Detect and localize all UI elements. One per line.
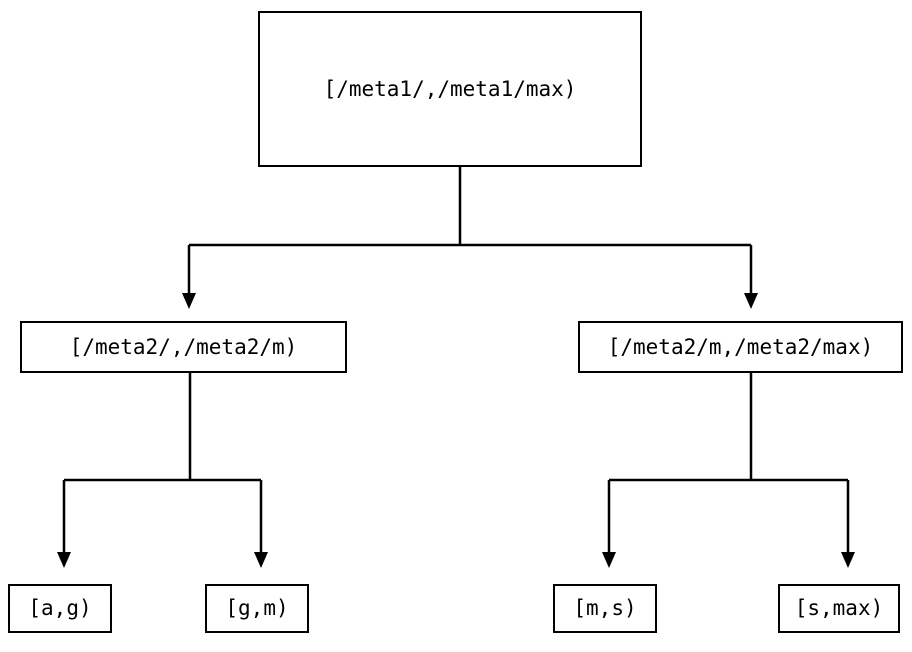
- node-mid-left-label: [/meta2/,/meta2/m): [69, 334, 298, 359]
- node-mid-right[interactable]: [/meta2/m,/meta2/max): [578, 321, 903, 373]
- edge-midright-to-leaves: [607, 373, 850, 552]
- node-leaf-s-max[interactable]: [s,max): [778, 584, 900, 633]
- arrowhead-to-mid-left: [182, 293, 196, 309]
- node-leaf-g-m[interactable]: [g,m): [205, 584, 309, 633]
- node-leaf-a-g[interactable]: [a,g): [8, 584, 112, 633]
- arrowhead-to-leaf-s-max: [841, 552, 855, 568]
- edge-root-to-level2: [187, 167, 753, 293]
- node-root-label: [/meta1/,/meta1/max): [323, 76, 577, 101]
- node-root[interactable]: [/meta1/,/meta1/max): [258, 11, 642, 167]
- node-leaf-a-g-label: [a,g): [28, 596, 92, 620]
- arrowhead-to-leaf-a-g: [57, 552, 71, 568]
- arrowhead-to-leaf-g-m: [254, 552, 268, 568]
- node-leaf-m-s-label: [m,s): [573, 596, 637, 620]
- edge-midleft-to-leaves: [62, 373, 263, 552]
- node-mid-left[interactable]: [/meta2/,/meta2/m): [20, 321, 347, 373]
- node-mid-right-label: [/meta2/m,/meta2/max): [607, 334, 874, 359]
- node-leaf-s-max-label: [s,max): [794, 596, 884, 620]
- node-leaf-m-s[interactable]: [m,s): [553, 584, 657, 633]
- arrowhead-to-leaf-m-s: [602, 552, 616, 568]
- arrowhead-to-mid-right: [744, 293, 758, 309]
- node-leaf-g-m-label: [g,m): [225, 596, 289, 620]
